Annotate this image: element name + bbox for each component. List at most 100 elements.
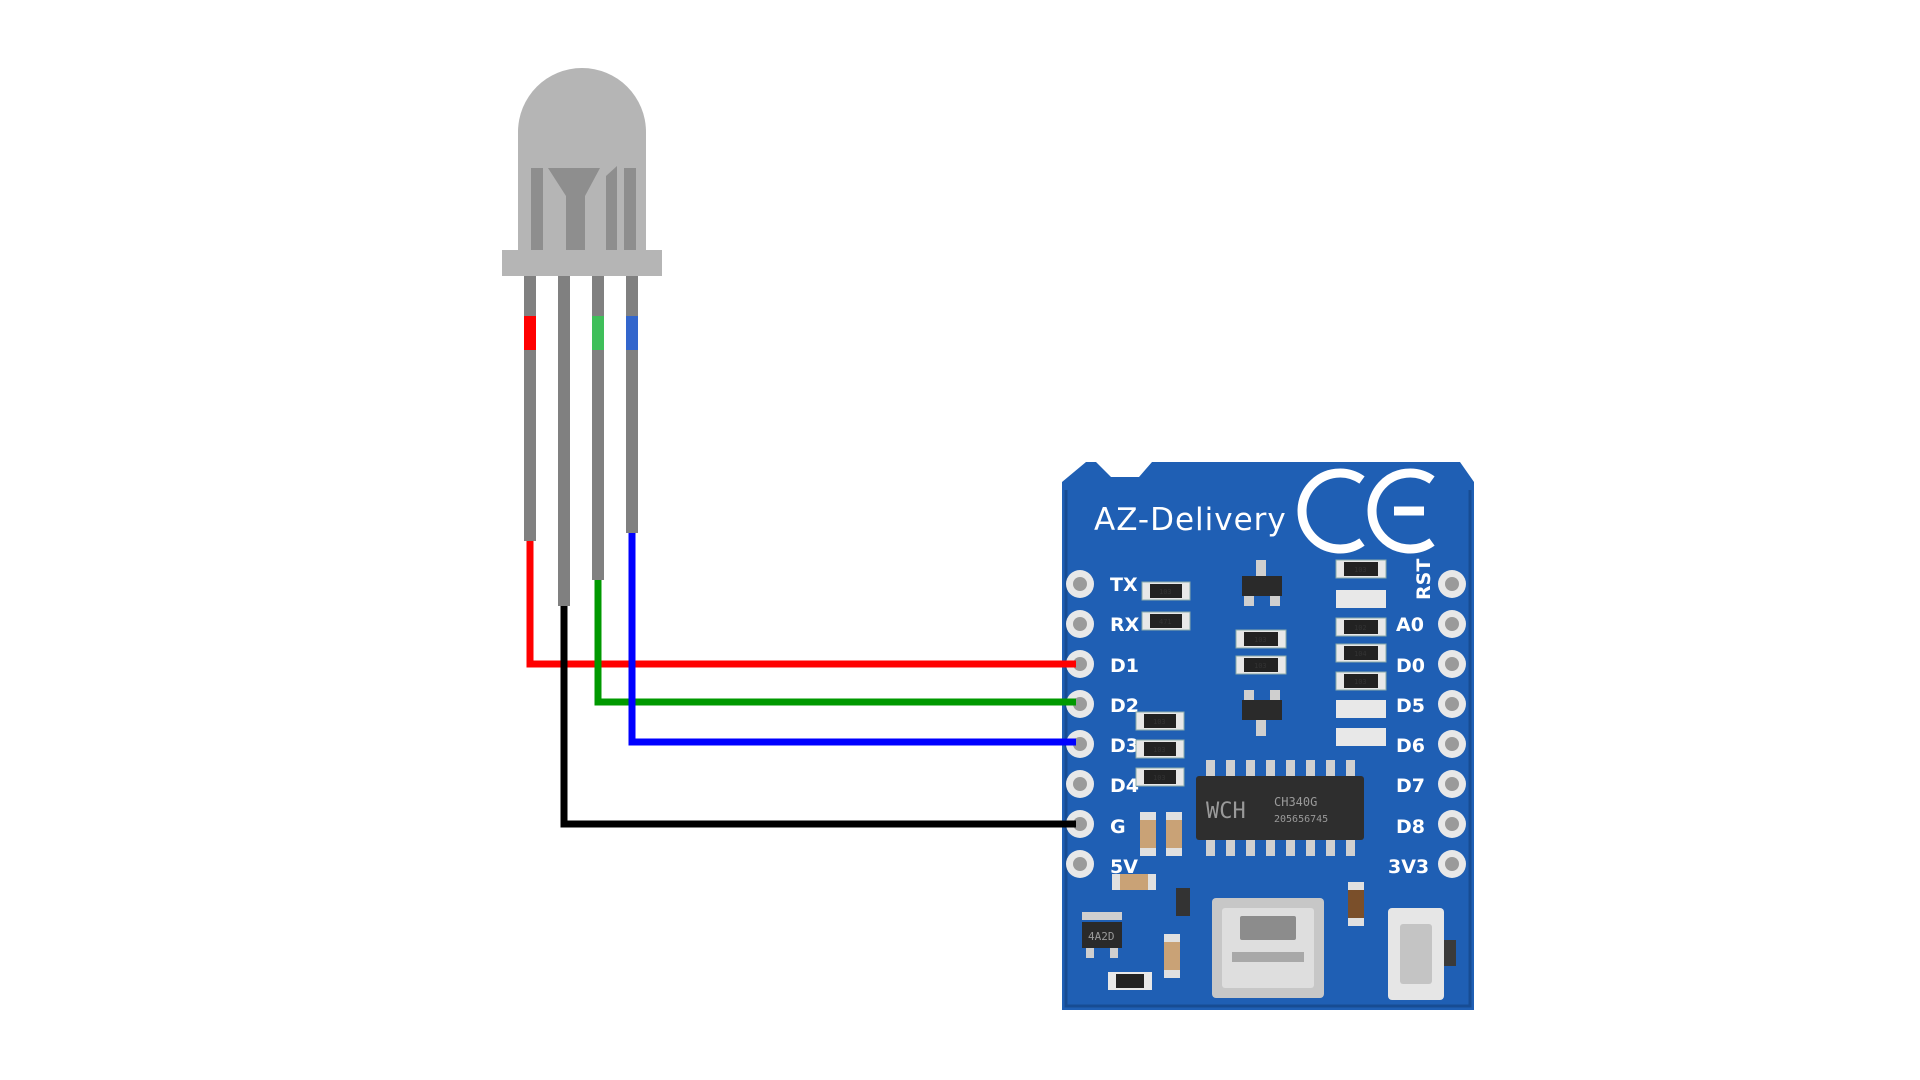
pad-d0-hole <box>1445 657 1459 671</box>
resistor-pad <box>1336 590 1386 608</box>
chip-model-label: CH340G <box>1274 795 1317 809</box>
pad-d1-hole <box>1073 657 1087 671</box>
svg-text:103: 103 <box>1153 718 1166 726</box>
svg-text:103: 103 <box>1354 566 1367 574</box>
pad-d8-hole <box>1445 817 1459 831</box>
resistor-r7: 102 <box>1335 617 1387 637</box>
pin-label-d0: D0 <box>1396 655 1425 677</box>
svg-text:103: 103 <box>1254 662 1267 670</box>
smd-resistors: 103 471 103 103 103 103 102 104 103 103 … <box>1135 559 1387 787</box>
svg-text:103: 103 <box>1354 678 1367 686</box>
micro-usb-port <box>1212 898 1324 998</box>
resistor-r4: 103 <box>1135 739 1185 759</box>
pin-label-d7: D7 <box>1396 775 1425 797</box>
chip-serial-label: 205656745 <box>1274 814 1328 825</box>
pin-label-3v3: 3V3 <box>1388 856 1429 878</box>
led-flange <box>502 250 662 276</box>
wire-red <box>526 541 1076 668</box>
chip-pin-top-6 <box>1306 760 1315 776</box>
led-leg-3-band <box>592 316 604 350</box>
board-edge-shade <box>1064 490 1472 1008</box>
chip-pin-top-4 <box>1266 760 1275 776</box>
pad-d4-hole <box>1073 777 1087 791</box>
resistor-r11: 103 <box>1235 655 1287 675</box>
pin-label-a0: A0 <box>1396 614 1424 636</box>
svg-text:103: 103 <box>1153 774 1166 782</box>
chip-pin-top-1 <box>1206 760 1215 776</box>
pin-label-tx: TX <box>1110 574 1138 596</box>
smd-component-body <box>1116 974 1144 988</box>
smd-diode <box>1176 888 1190 916</box>
ch340g-chip: WCH CH340G 205656745 <box>1196 760 1364 856</box>
chip-pin-bottom-5 <box>1286 840 1295 856</box>
wire-green <box>594 580 1076 706</box>
resistor-r5: 103 <box>1135 767 1185 787</box>
resistor-r6: 103 <box>1335 559 1387 579</box>
pin-label-d8: D8 <box>1396 816 1425 838</box>
pin-label-d5: D5 <box>1396 695 1425 717</box>
wires <box>526 533 1076 828</box>
led-leg-3 <box>592 276 604 580</box>
pin-label-rx: RX <box>1110 614 1140 636</box>
pad-d6-hole <box>1445 737 1459 751</box>
resistor-r10: 103 <box>1235 629 1287 649</box>
left-pin-labels: TX RX D1 D2 D3 D4 G 5V <box>1110 574 1140 878</box>
resistor-r9: 103 <box>1335 671 1387 691</box>
brand-logo: AZ-Delivery <box>1094 502 1287 538</box>
pad-5v-hole <box>1073 857 1087 871</box>
smd-transistors <box>1242 560 1282 736</box>
chip-pin-bottom-8 <box>1346 840 1355 856</box>
pin-label-d3: D3 <box>1110 735 1139 757</box>
led-leg-2 <box>558 276 570 606</box>
chip-pin-bottom-7 <box>1326 840 1335 856</box>
svg-text:103: 103 <box>1159 588 1172 596</box>
right-header-pads <box>1438 570 1466 878</box>
svg-text:103: 103 <box>1254 636 1267 644</box>
pad-d2-hole <box>1073 697 1087 711</box>
led-leg-1-band <box>524 316 536 350</box>
chip-pin-bottom-1 <box>1206 840 1215 856</box>
chip-pin-bottom-6 <box>1306 840 1315 856</box>
pad-d7-hole <box>1445 777 1459 791</box>
left-header-pads <box>1066 570 1094 878</box>
svg-text:4A2D: 4A2D <box>1088 930 1115 943</box>
pin-label-d6: D6 <box>1396 735 1425 757</box>
resistor-r1: 103 <box>1141 581 1191 601</box>
chip-pin-top-3 <box>1246 760 1255 776</box>
pin-label-d2: D2 <box>1110 695 1139 717</box>
resistor-pad <box>1336 728 1386 746</box>
pad-d5-hole <box>1445 697 1459 711</box>
resistor-r8: 104 <box>1335 643 1387 663</box>
pin-label-d1: D1 <box>1110 655 1139 677</box>
led-leg-1 <box>524 276 536 541</box>
wire-blue <box>628 533 1076 746</box>
chip-maker-logo: WCH <box>1206 799 1246 824</box>
chip-pin-bottom-4 <box>1266 840 1275 856</box>
resistor-pad <box>1336 700 1386 718</box>
chip-pin-top-7 <box>1326 760 1335 776</box>
pad-tx-hole <box>1073 577 1087 591</box>
resistor-r2: 471 <box>1141 611 1191 631</box>
pad-rst-hole <box>1445 577 1459 591</box>
wemos-d1-mini-board: AZ-Delivery TX RX D1 D2 D3 D4 G 5V RST A… <box>1062 462 1474 1010</box>
chip-body <box>1196 776 1364 840</box>
reset-button <box>1388 908 1456 1000</box>
pin-label-g: G <box>1110 816 1126 838</box>
rgb-led <box>502 68 662 606</box>
ce-mark <box>1297 468 1435 554</box>
pad-g-hole <box>1073 817 1087 831</box>
pin-label-d4: D4 <box>1110 775 1139 797</box>
svg-text:102: 102 <box>1354 624 1367 632</box>
pin-label-5v: 5V <box>1110 856 1138 878</box>
chip-pin-bottom-2 <box>1226 840 1235 856</box>
voltage-regulator: 4A2D <box>1082 912 1122 958</box>
chip-pins <box>1206 760 1355 856</box>
svg-text:471: 471 <box>1159 618 1172 626</box>
svg-text:104: 104 <box>1354 650 1367 658</box>
led-leg-4-band <box>626 316 638 350</box>
chip-pin-top-8 <box>1346 760 1355 776</box>
chip-pin-bottom-3 <box>1246 840 1255 856</box>
pad-rx-hole <box>1073 617 1087 631</box>
pad-d3-hole <box>1073 737 1087 751</box>
